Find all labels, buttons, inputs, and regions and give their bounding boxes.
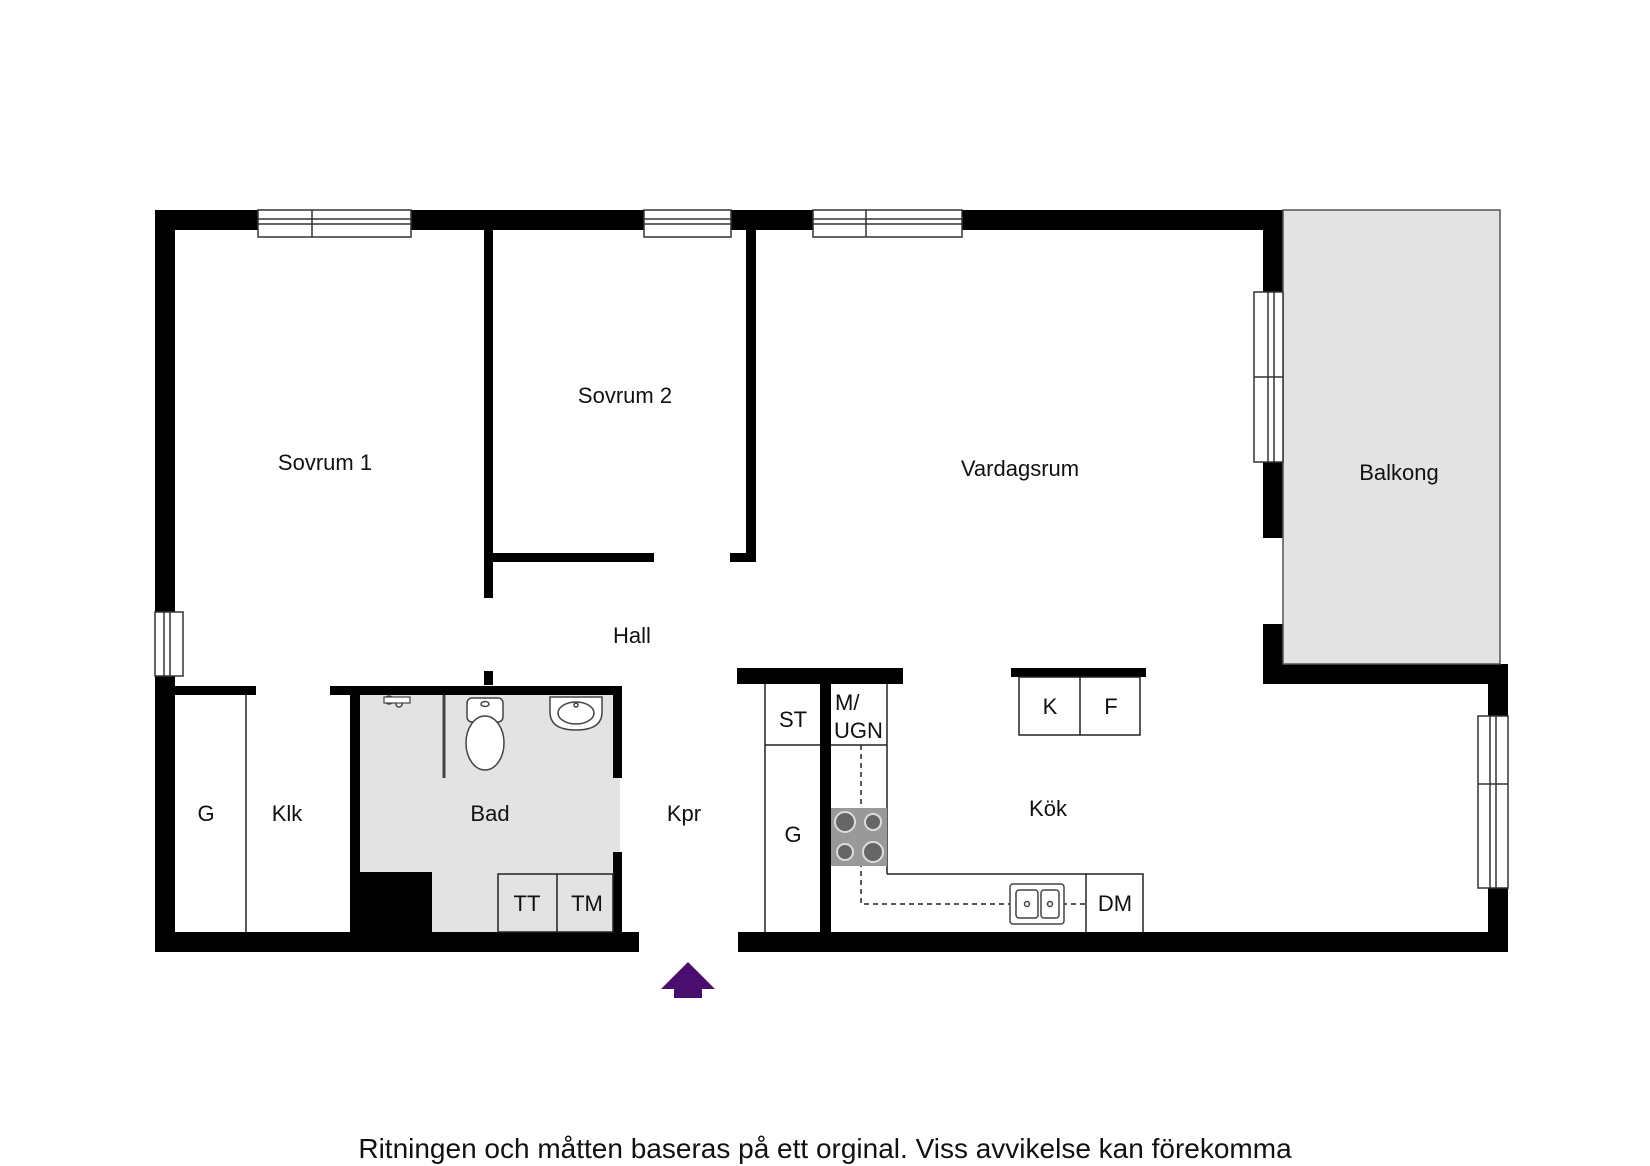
window-vardagsrum-top bbox=[812, 209, 963, 238]
window-kitchen-right bbox=[1477, 715, 1509, 889]
fixture-label-f: F bbox=[1104, 694, 1117, 719]
room-label-vardagsrum: Vardagsrum bbox=[961, 456, 1079, 481]
fixture-label-tt: TT bbox=[514, 891, 541, 916]
furniture-lines bbox=[245, 676, 1144, 933]
room-label-klk: Klk bbox=[272, 801, 304, 826]
fixture-label-ugn: UGN bbox=[834, 718, 883, 743]
stove-icon bbox=[831, 808, 887, 866]
balcony-floor bbox=[1283, 210, 1500, 664]
toilet-icon bbox=[465, 697, 505, 771]
room-label-kok: Kök bbox=[1029, 796, 1068, 821]
room-label-kpr: Kpr bbox=[667, 801, 701, 826]
fixture-label-g-kitchen: G bbox=[784, 822, 801, 847]
windows bbox=[154, 209, 1509, 889]
exterior-walls bbox=[155, 210, 1508, 952]
entrance-arrow-icon bbox=[661, 962, 715, 998]
room-label-bad: Bad bbox=[470, 801, 509, 826]
fixture-label-dm: DM bbox=[1098, 891, 1132, 916]
window-sovrum1 bbox=[257, 209, 412, 238]
fixture-label-tm: TM bbox=[571, 891, 603, 916]
room-label-balkong: Balkong bbox=[1359, 460, 1439, 485]
fixture-label-st: ST bbox=[779, 707, 807, 732]
kitchen-sink-icon bbox=[1009, 883, 1065, 925]
fixture-label-m: M/ bbox=[835, 690, 860, 715]
disclaimer-caption: Ritningen och måtten baseras på ett orgi… bbox=[358, 1133, 1292, 1164]
room-label-hall: Hall bbox=[613, 623, 651, 648]
fixture-label-k: K bbox=[1043, 694, 1058, 719]
shower-icon bbox=[383, 695, 446, 778]
kitchen-dashed-line bbox=[860, 745, 1086, 905]
interior-walls bbox=[175, 228, 1146, 936]
window-sovrum2 bbox=[643, 209, 732, 238]
room-label-sovrum1: Sovrum 1 bbox=[278, 450, 372, 475]
window-vardagsrum-right bbox=[1253, 291, 1284, 463]
room-label-sovrum2: Sovrum 2 bbox=[578, 383, 672, 408]
room-label-g-closet: G bbox=[197, 801, 214, 826]
window-left bbox=[154, 611, 184, 677]
washbasin-icon bbox=[549, 696, 603, 731]
